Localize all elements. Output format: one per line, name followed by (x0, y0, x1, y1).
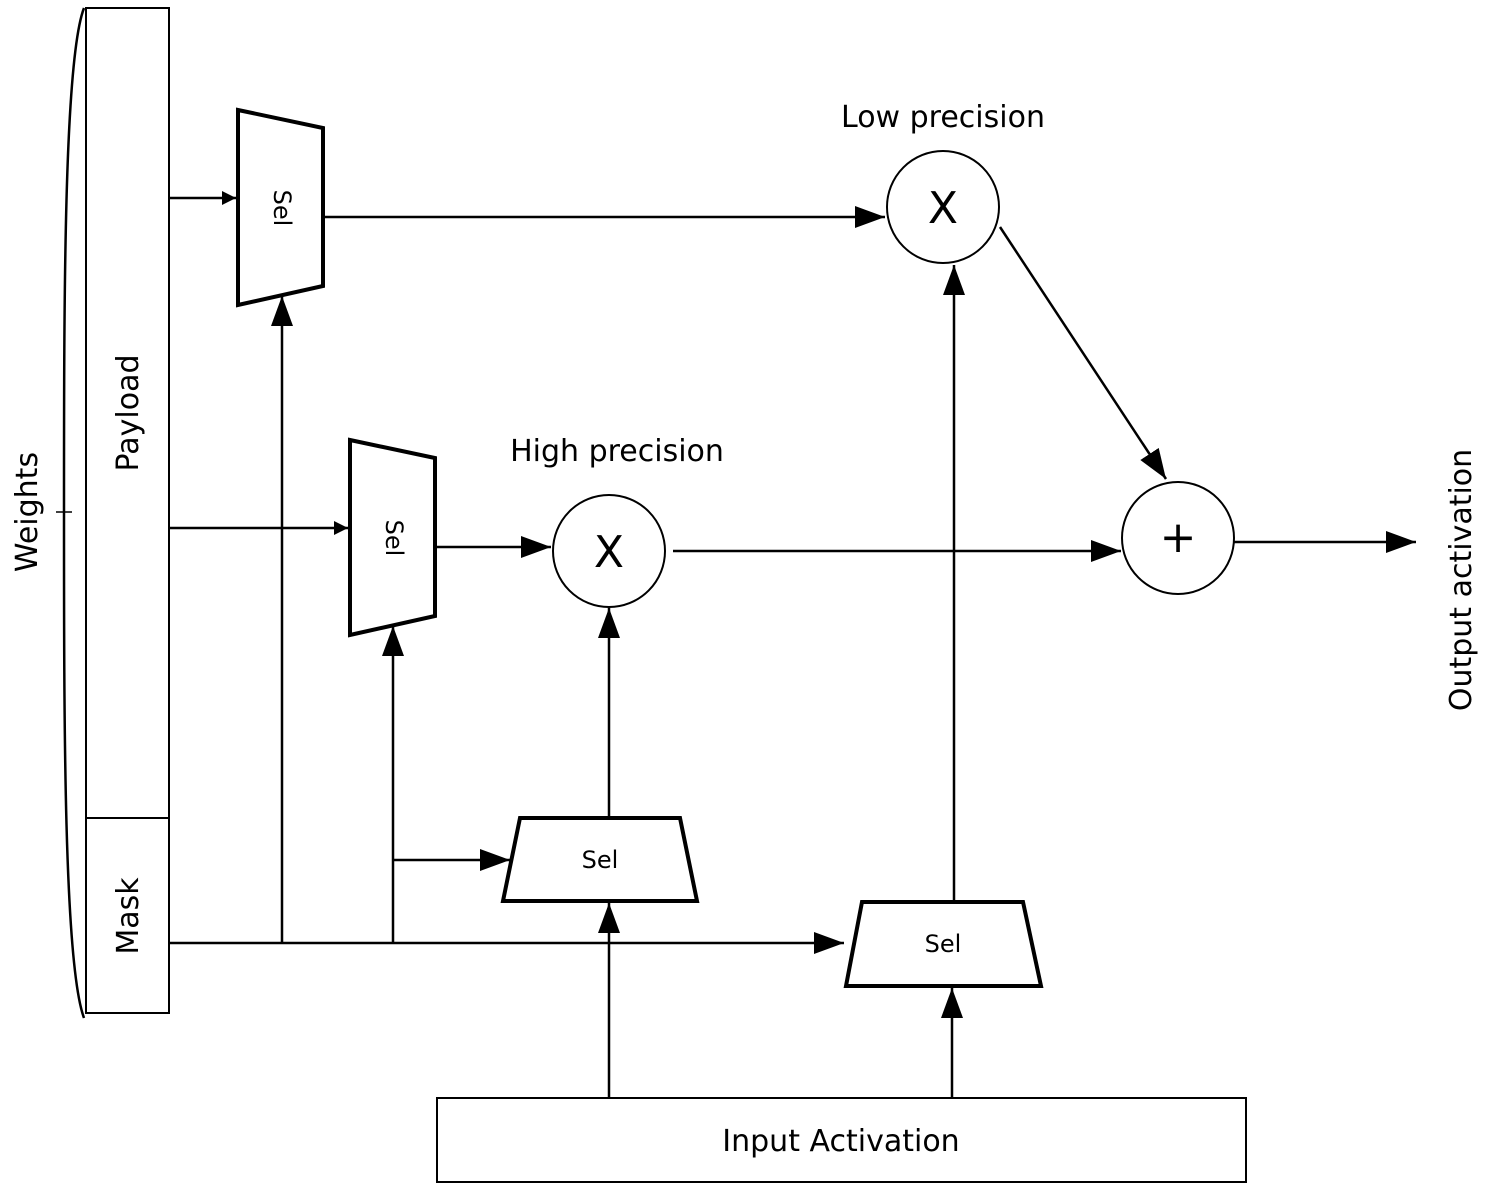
payload-selector-low (236, 107, 325, 308)
mult-low-symbol: X (928, 183, 958, 234)
weights-brace (62, 7, 86, 1019)
mask-field (85, 817, 170, 1014)
add-symbol: + (1160, 512, 1197, 563)
low-precision-label: Low precision (841, 100, 1045, 135)
output-activation-label: Output activation (1444, 449, 1479, 711)
wire-mult-low-to-adder (998, 226, 1168, 480)
sel4-label: Sel (925, 930, 962, 958)
payload-selector-high (348, 437, 437, 638)
sel2-label: Sel (380, 520, 408, 557)
payload-label: Payload (111, 355, 146, 472)
high-precision-multiplier (552, 494, 666, 608)
mask-label: Mask (111, 877, 146, 955)
activation-selector-low (843, 900, 1044, 988)
adder (1121, 481, 1235, 595)
sel3-label: Sel (582, 846, 619, 874)
weights-label: Weights (10, 452, 45, 572)
low-precision-multiplier (886, 150, 1000, 264)
sel1-label: Sel (268, 190, 296, 227)
input-activation-box (436, 1097, 1247, 1183)
mult-high-symbol: X (594, 527, 624, 578)
input-activation-label: Input Activation (722, 1124, 959, 1159)
high-precision-label: High precision (510, 434, 724, 469)
activation-selector-high (500, 816, 700, 903)
